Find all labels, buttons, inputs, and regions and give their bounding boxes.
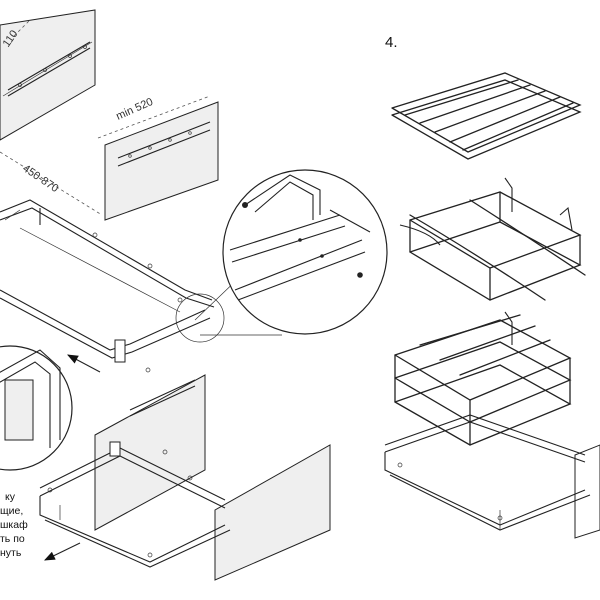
drawer-frame [0,199,215,373]
cabinet-with-drawer [39,374,331,581]
instruction-text: ку щие, шкаф ть по нуть [0,491,28,559]
cabinet-side-panel: 110 [0,9,96,141]
detail-callout-small [175,293,225,343]
double-basket-assembly [394,311,572,446]
bracket-zoom-circle [0,345,73,471]
slide-arrow [67,354,101,373]
zoom-detail-circle [222,169,388,335]
insert-arrow [44,542,81,561]
instruction-line-2: щие, [0,505,23,517]
instruction-line-5: нуть [0,547,22,559]
instruction-line-4: ть по [0,533,25,545]
screw-icon [242,202,248,208]
range-dimension-line [0,151,103,216]
dish-rack-basket [399,177,586,301]
instruction-line-1: ку [5,491,16,503]
pullout-frame-cabinet [384,414,600,539]
side-panel-with-rail: min 520 [97,95,219,221]
step-number: 4. [385,34,398,51]
range-dimension-label: 450-870 [20,163,60,196]
instruction-line-3: шкаф [0,519,28,531]
wire-shelf [391,72,582,160]
